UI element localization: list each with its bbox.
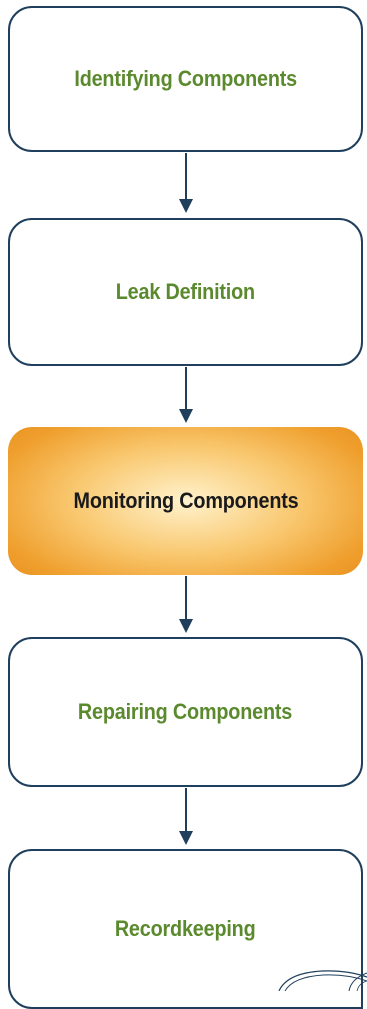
- step-box-identifying-components: Identifying Components: [8, 6, 363, 152]
- step-box-repairing-components: Repairing Components: [8, 637, 363, 787]
- flow-arrow-down-icon: [176, 153, 196, 213]
- step-label: Identifying Components: [74, 66, 297, 91]
- flow-arrow-down-icon: [176, 576, 196, 633]
- step-label: Repairing Components: [78, 699, 293, 724]
- step-box-monitoring-components: Monitoring Components: [8, 427, 363, 575]
- flow-arrow-down-icon: [176, 788, 196, 845]
- step-box-recordkeeping: Recordkeeping: [8, 849, 363, 1009]
- flow-arrow-down-icon: [176, 367, 196, 423]
- step-box-leak-definition: Leak Definition: [8, 218, 363, 366]
- notepad-corner-icon: [278, 970, 367, 991]
- step-label-highlighted: Monitoring Components: [72, 488, 298, 513]
- step-label: Recordkeeping: [115, 916, 256, 941]
- step-label: Leak Definition: [115, 279, 256, 304]
